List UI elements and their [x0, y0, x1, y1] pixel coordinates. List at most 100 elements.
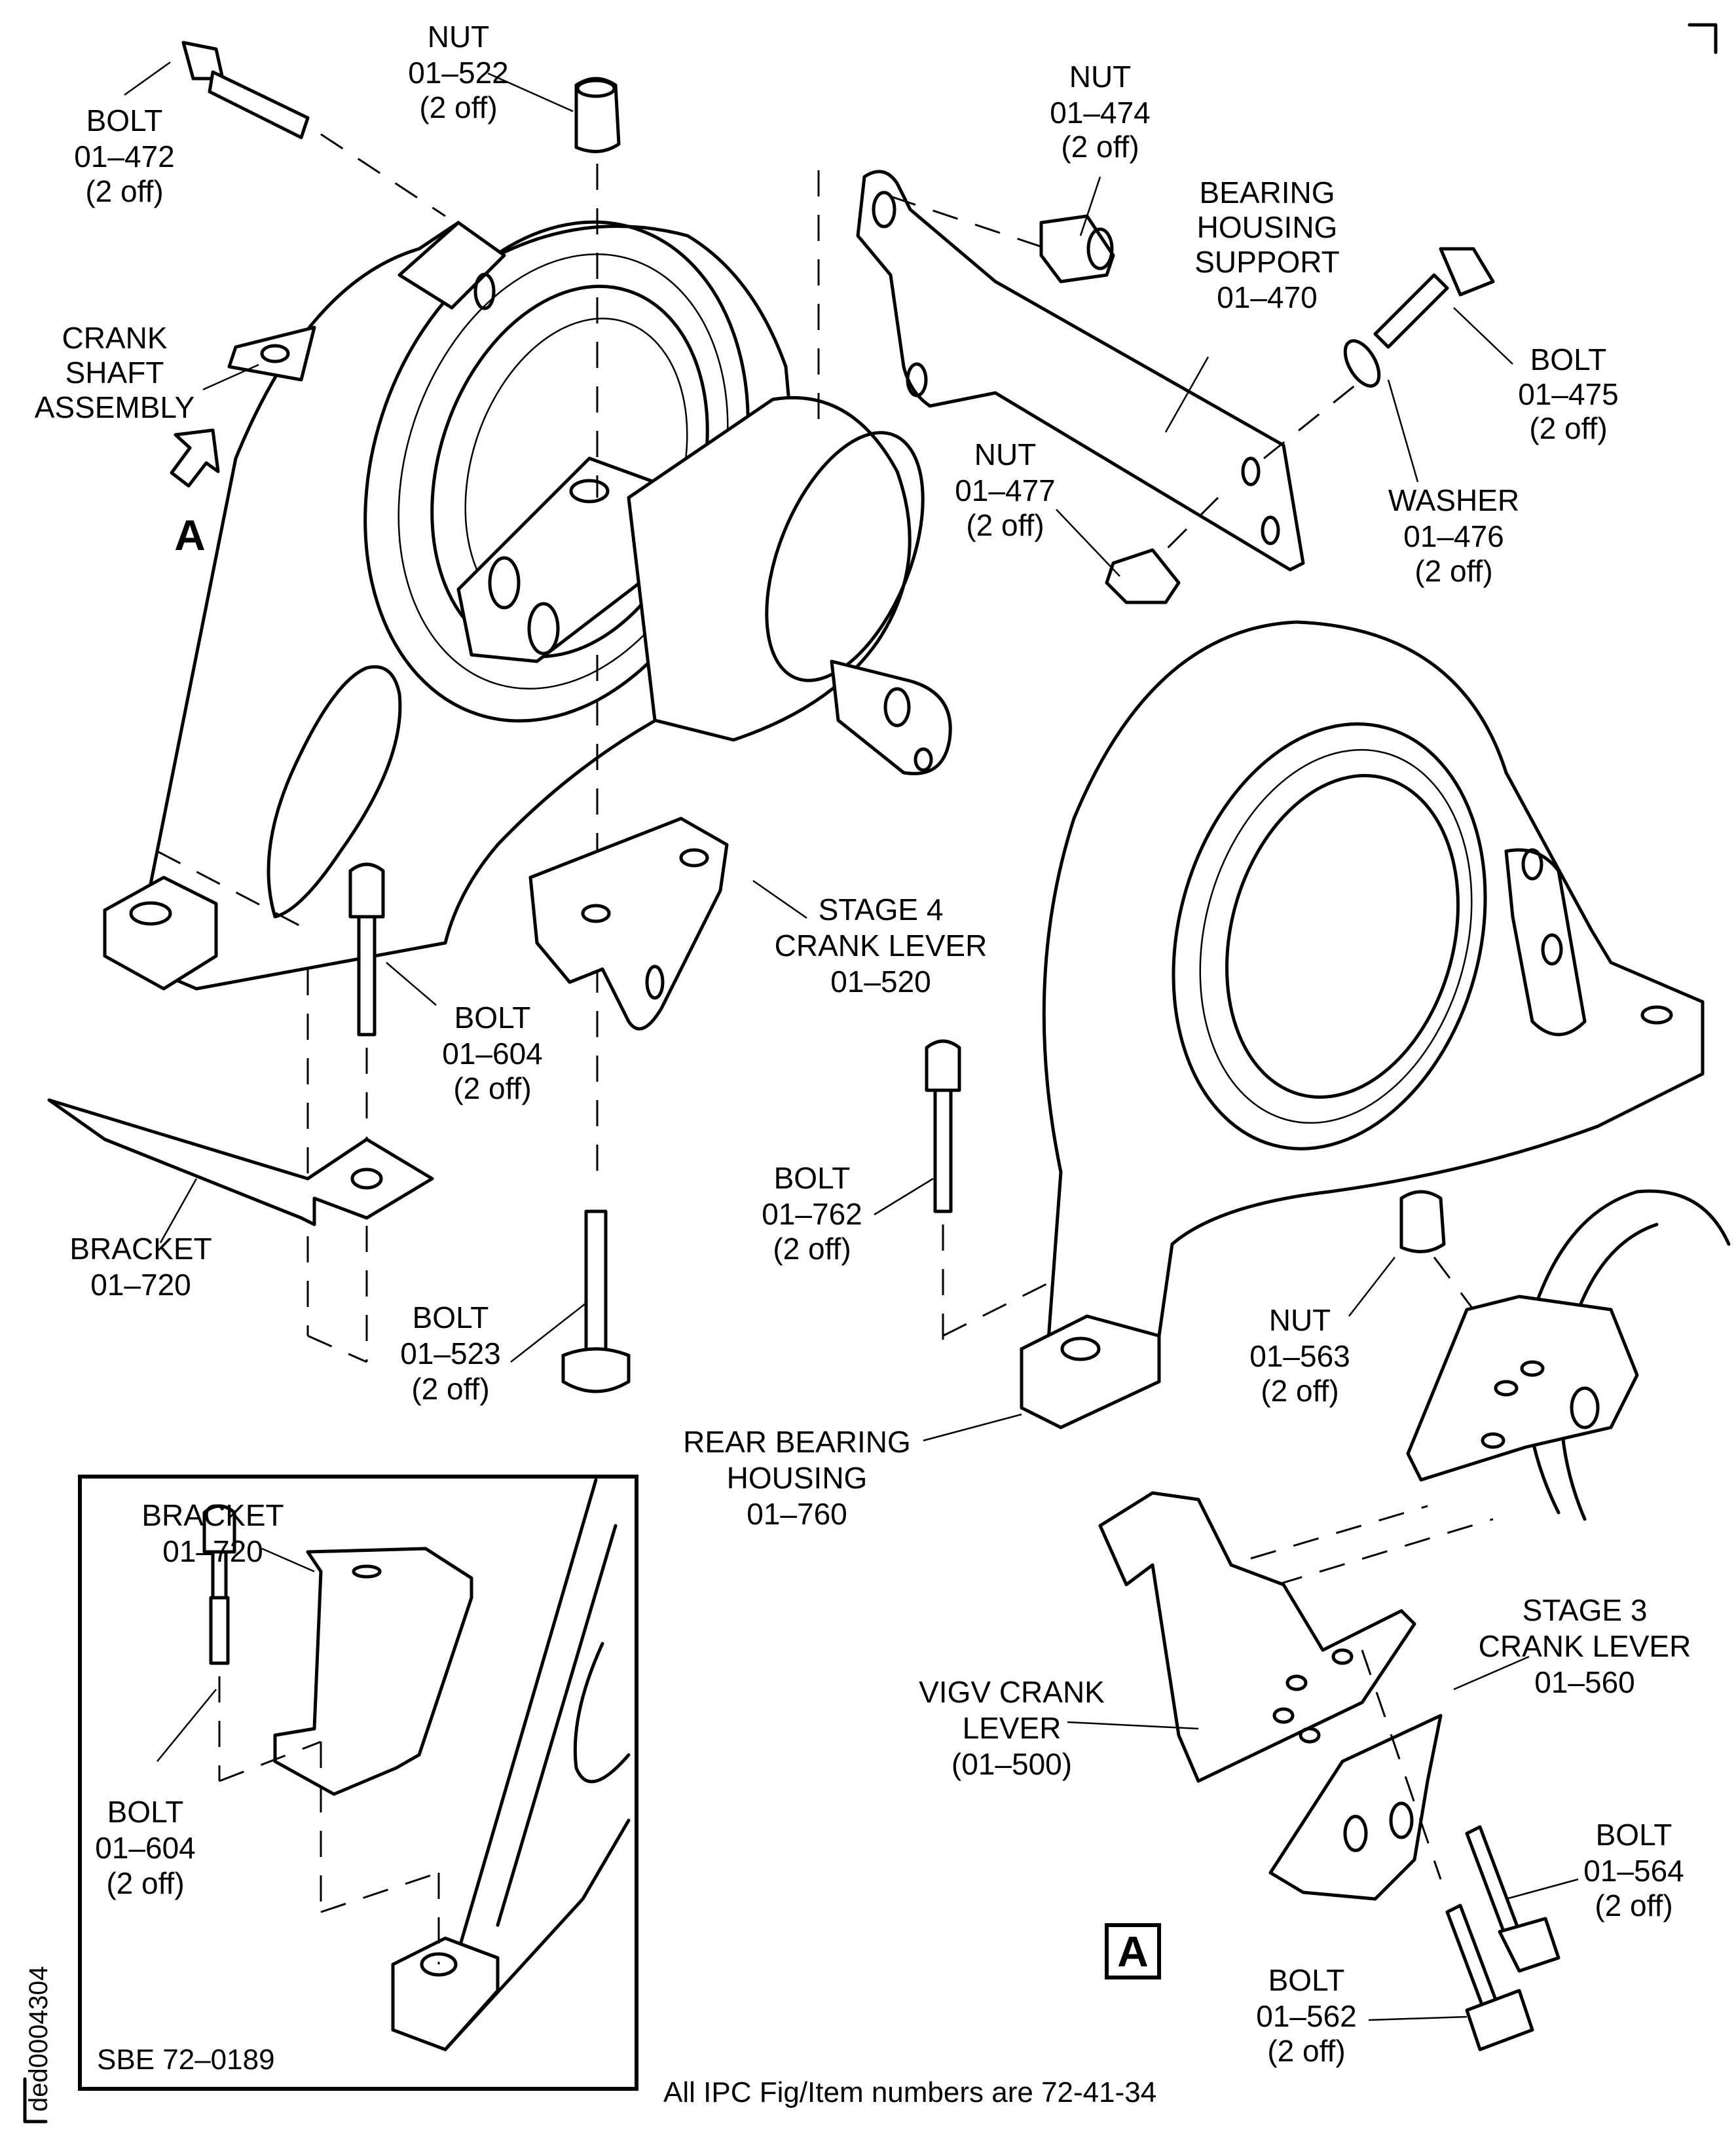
callout-inset-bracket-01-720: BRACKET 01–720 — [141, 1498, 284, 1568]
bracket-01-720-drawing — [47, 1098, 434, 1226]
callout-part-number: 01–474 — [1050, 96, 1151, 130]
axis-line — [1361, 1649, 1442, 1880]
callout-quantity: (2 off) — [1267, 2034, 1345, 2068]
callout-quantity: (2 off) — [411, 1372, 489, 1406]
view-a-mount-drawing — [1406, 1189, 1731, 1521]
crop-mark-top-right — [1688, 23, 1718, 54]
stage-3-crank-lever-drawing — [1268, 1714, 1443, 1901]
callout-part-number: 01–720 — [162, 1534, 263, 1568]
axis-line — [1263, 378, 1363, 460]
axis-line — [307, 1334, 367, 1363]
callout-part-name: BRACKET — [141, 1498, 284, 1532]
inset-sbe-72-0189 — [78, 1475, 638, 2091]
callout-part-number: 01–562 — [1256, 1999, 1357, 2033]
rear-bearing-housing-drawing — [1020, 620, 1705, 1429]
callout-part-name: SUPPORT — [1194, 245, 1340, 279]
callout-bolt-01-562: BOLT 01–562 (2 off) — [1256, 1963, 1357, 2068]
callout-part-name: HOUSING — [727, 1461, 868, 1495]
callout-part-name: CRANK LEVER — [1479, 1629, 1691, 1663]
callout-part-number: 01–604 — [95, 1831, 196, 1865]
callout-part-name: SHAFT — [65, 356, 164, 390]
callout-part-number: 01–472 — [74, 139, 175, 174]
callout-part-name: BOLT — [1530, 342, 1607, 377]
callout-part-number: (01–500) — [951, 1747, 1072, 1781]
crank-shaft-assembly-drawing — [103, 220, 952, 991]
nut-01-474-drawing — [1039, 214, 1115, 284]
axis-line — [1433, 1257, 1475, 1310]
bolt-01-475-drawing — [1373, 247, 1495, 349]
callout-part-name: WASHER — [1388, 483, 1519, 517]
callout-part-name: BOLT — [1596, 1818, 1672, 1852]
callout-part-name: VIGV CRANK — [919, 1675, 1105, 1709]
callout-part-name: BOLT — [1268, 1963, 1345, 1997]
leader-lines — [124, 61, 1579, 2021]
inset-reference-label: SBE 72–0189 — [97, 2044, 275, 2076]
callout-quantity: (2 off) — [419, 90, 497, 124]
stage-4-crank-lever-drawing — [528, 817, 729, 1031]
callout-quantity: (2 off) — [1414, 554, 1492, 588]
bearing-housing-support-drawing — [856, 170, 1305, 572]
callout-part-name: REAR BEARING — [683, 1425, 911, 1459]
bolt-01-604-drawing — [348, 862, 385, 1037]
axis-line — [157, 850, 308, 931]
callout-stage-4-crank-lever-01-520: STAGE 4 CRANK LEVER 01–520 — [775, 892, 988, 999]
callout-part-number: 01–762 — [762, 1197, 862, 1231]
callout-part-name: BOLT — [454, 1001, 531, 1035]
bolt-01-472-drawing — [181, 41, 310, 139]
axis-line — [320, 133, 446, 217]
callout-part-number: 01–564 — [1583, 1854, 1684, 1888]
nut-01-522-drawing — [574, 77, 621, 153]
callout-crank-shaft-assembly: CRANK SHAFT ASSEMBLY — [35, 321, 195, 424]
bolt-01-562-drawing — [1445, 1904, 1534, 2051]
callout-part-number: 01–720 — [90, 1268, 191, 1302]
callout-quantity: (2 off) — [966, 508, 1044, 542]
callout-washer-01-476: WASHER 01–476 (2 off) — [1388, 483, 1519, 588]
callout-part-name: NUT — [974, 437, 1037, 471]
callout-stage-3-crank-lever-01-560: STAGE 3 CRANK LEVER 01–560 — [1479, 1593, 1691, 1699]
callout-part-number: 01–563 — [1249, 1339, 1350, 1373]
callout-part-number: 01–470 — [1217, 280, 1318, 314]
axis-line — [1151, 496, 1219, 564]
callout-quantity: (2 off) — [1529, 411, 1607, 445]
callout-bolt-01-604: BOLT 01–604 (2 off) — [442, 1001, 543, 1105]
callout-part-name: STAGE 4 — [819, 892, 944, 927]
axis-line — [942, 1269, 1075, 1337]
view-marker-label: A — [1117, 1927, 1149, 1976]
inset-axis-line — [320, 1871, 439, 1913]
callout-part-name: NUT — [1269, 1303, 1331, 1337]
callout-rear-bearing-housing-01-760: REAR BEARING HOUSING 01–760 — [683, 1425, 911, 1531]
callout-bolt-01-564: BOLT 01–564 (2 off) — [1583, 1818, 1684, 1922]
callout-part-name: CRANK LEVER — [775, 929, 988, 963]
callout-quantity: (2 off) — [106, 1866, 184, 1900]
callout-quantity: (2 off) — [1061, 130, 1139, 164]
callout-part-name: HOUSING — [1197, 210, 1338, 244]
callout-nut-01-563: NUT 01–563 (2 off) — [1249, 1303, 1350, 1408]
callout-bolt-01-475: BOLT 01–475 (2 off) — [1518, 342, 1619, 445]
callout-quantity: (2 off) — [453, 1071, 531, 1105]
view-marker-a: A — [1105, 1923, 1161, 1979]
callout-part-number: 01–477 — [955, 473, 1056, 507]
callout-part-name: STAGE 3 — [1523, 1593, 1648, 1627]
callout-part-name: BOLT — [774, 1161, 851, 1195]
callout-part-number: 01–560 — [1534, 1665, 1635, 1699]
callout-part-number: 01–522 — [408, 56, 509, 90]
callout-part-name: BRACKET — [69, 1232, 212, 1266]
callout-part-name: BOLT — [86, 103, 163, 138]
axis-line — [890, 195, 1048, 250]
callout-inset-bolt-01-604: BOLT 01–604 (2 off) — [95, 1795, 196, 1900]
callout-part-name: BEARING — [1199, 175, 1335, 210]
callout-bolt-01-762: BOLT 01–762 (2 off) — [762, 1161, 862, 1266]
callout-part-number: 01–520 — [830, 965, 931, 999]
callout-part-name: ASSEMBLY — [35, 390, 195, 424]
callout-part-number: 01–604 — [442, 1037, 543, 1071]
callout-quantity: (2 off) — [1595, 1888, 1672, 1922]
callout-quantity: (2 off) — [773, 1232, 851, 1266]
footnote: All IPC Fig/Item numbers are 72-41-34 — [663, 2076, 1156, 2108]
callout-bolt-01-472: BOLT 01–472 (2 off) — [74, 103, 175, 208]
inset-axis-line — [219, 1740, 322, 1782]
callout-part-number: 01–760 — [747, 1497, 847, 1531]
callout-nut-01-474: NUT 01–474 (2 off) — [1050, 60, 1151, 164]
washer-01-476-drawing — [1343, 339, 1381, 388]
callout-part-number: 01–476 — [1403, 519, 1504, 553]
